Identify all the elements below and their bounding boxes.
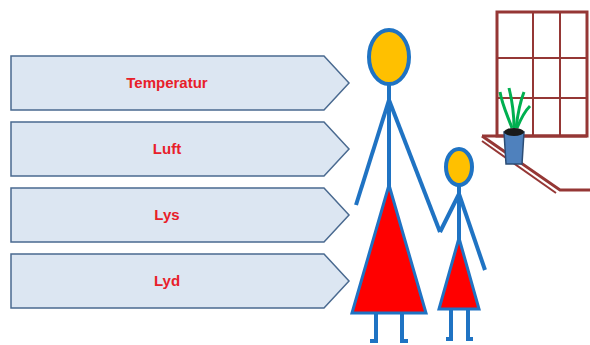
arrow-box: Luft xyxy=(10,121,350,177)
arrow-box: Lys xyxy=(10,187,350,243)
adult-figure xyxy=(352,30,440,341)
window xyxy=(482,12,590,193)
factor-label: Temperatur xyxy=(10,55,324,111)
plant xyxy=(500,88,530,164)
arrow-box: Lyd xyxy=(10,253,350,309)
arrow-box: Temperatur xyxy=(10,55,350,111)
factor-label: Luft xyxy=(10,121,324,177)
pentagon-outline xyxy=(10,187,350,243)
factor-label: Lys xyxy=(10,187,324,243)
child-figure xyxy=(439,149,485,339)
factor-label: Lyd xyxy=(10,253,324,309)
